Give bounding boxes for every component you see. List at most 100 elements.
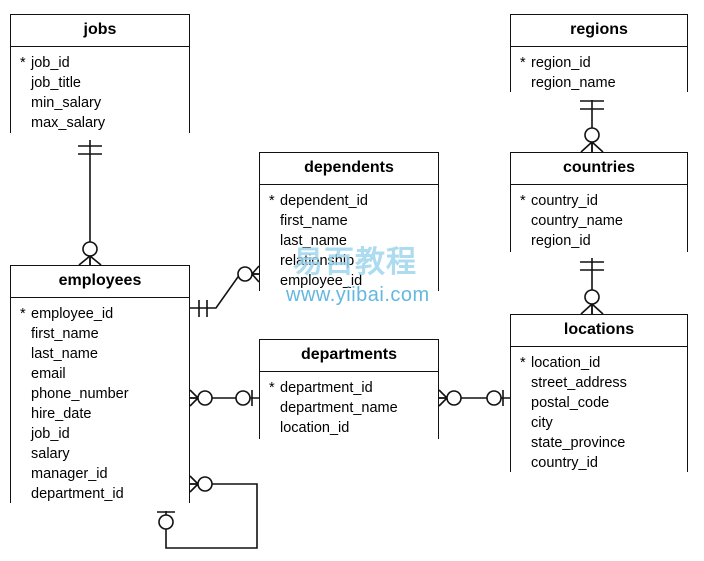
entity-title-locations: locations: [511, 315, 687, 347]
attribute-row: hire_date: [11, 404, 189, 424]
attribute-row: country_id: [511, 453, 687, 473]
primary-key-marker: *: [520, 193, 526, 209]
entity-departments[interactable]: departments * department_id department_n…: [259, 339, 439, 445]
attribute-row: department_id: [11, 484, 189, 504]
attribute-name: job_id: [31, 426, 70, 442]
entity-employees[interactable]: employees * employee_id first_name last_…: [10, 265, 190, 511]
attribute-name: hire_date: [31, 406, 92, 422]
attribute-name: min_salary: [31, 95, 102, 111]
attribute-list-regions: * region_id region_name: [511, 47, 687, 100]
attribute-row: max_salary: [11, 113, 189, 133]
entity-title-regions: regions: [511, 15, 687, 47]
entity-regions[interactable]: regions * region_id region_name: [510, 14, 688, 100]
attribute-name: street_address: [531, 375, 627, 391]
primary-key-marker: *: [520, 355, 526, 371]
attribute-name: relationship: [280, 253, 355, 269]
relationship-employees-dependents: [190, 265, 260, 317]
attribute-row: department_name: [260, 398, 438, 418]
relationship-countries-locations: [580, 252, 604, 315]
attribute-name: country_id: [531, 455, 598, 471]
attribute-row: last_name: [260, 231, 438, 251]
attribute-row: employee_id: [260, 271, 438, 291]
attribute-name: department_id: [280, 380, 373, 396]
attribute-row: * dependent_id: [260, 191, 438, 211]
attribute-name: location_id: [280, 420, 350, 436]
attribute-name: manager_id: [31, 466, 108, 482]
entity-countries[interactable]: countries * country_id country_name regi…: [510, 152, 688, 258]
attribute-list-locations: * location_id street_address postal_code…: [511, 347, 687, 480]
attribute-name: employee_id: [280, 273, 363, 289]
attribute-name: location_id: [531, 355, 601, 371]
entity-dependents[interactable]: dependents * dependent_id first_name las…: [259, 152, 439, 298]
relationship-employees-departments: [189, 389, 259, 407]
attribute-row: relationship: [260, 251, 438, 271]
attribute-list-departments: * department_id department_name location…: [260, 372, 438, 445]
entity-jobs[interactable]: jobs * job_id job_title min_salary max_s…: [10, 14, 190, 140]
attribute-row: postal_code: [511, 393, 687, 413]
attribute-row: job_id: [11, 424, 189, 444]
attribute-row: first_name: [260, 211, 438, 231]
entity-title-departments: departments: [260, 340, 438, 372]
attribute-name: dependent_id: [280, 193, 368, 209]
attribute-row: * country_id: [511, 191, 687, 211]
attribute-row: min_salary: [11, 93, 189, 113]
entity-title-employees: employees: [11, 266, 189, 298]
attribute-list-employees: * employee_id first_name last_name email…: [11, 298, 189, 511]
attribute-row: * region_id: [511, 53, 687, 73]
attribute-row: * department_id: [260, 378, 438, 398]
attribute-name: email: [31, 366, 66, 382]
entity-title-countries: countries: [511, 153, 687, 185]
attribute-row: salary: [11, 444, 189, 464]
attribute-row: city: [511, 413, 687, 433]
entity-title-jobs: jobs: [11, 15, 189, 47]
attribute-row: country_name: [511, 211, 687, 231]
attribute-row: manager_id: [11, 464, 189, 484]
attribute-name: state_province: [531, 435, 626, 451]
relationship-regions-countries: [580, 92, 604, 153]
primary-key-marker: *: [20, 55, 26, 71]
attribute-name: last_name: [280, 233, 347, 249]
attribute-name: department_name: [280, 400, 398, 416]
attribute-name: region_id: [531, 233, 591, 249]
attribute-row: street_address: [511, 373, 687, 393]
primary-key-marker: *: [20, 306, 26, 322]
attribute-name: job_title: [31, 75, 81, 91]
relationship-departments-locations: [438, 389, 510, 407]
attribute-list-dependents: * dependent_id first_name last_name rela…: [260, 185, 438, 298]
attribute-row: * job_id: [11, 53, 189, 73]
attribute-name: max_salary: [31, 115, 106, 131]
attribute-list-jobs: * job_id job_title min_salary max_salary: [11, 47, 189, 140]
primary-key-marker: *: [520, 55, 526, 71]
attribute-name: region_name: [531, 75, 616, 91]
attribute-row: region_id: [511, 231, 687, 251]
attribute-row: location_id: [260, 418, 438, 438]
primary-key-marker: *: [269, 380, 275, 396]
attribute-name: last_name: [31, 346, 98, 362]
attribute-row: last_name: [11, 344, 189, 364]
attribute-name: employee_id: [31, 306, 114, 322]
attribute-name: department_id: [31, 486, 124, 502]
attribute-row: first_name: [11, 324, 189, 344]
attribute-name: country_id: [531, 193, 598, 209]
attribute-name: postal_code: [531, 395, 610, 411]
attribute-row: email: [11, 364, 189, 384]
attribute-name: first_name: [280, 213, 348, 229]
attribute-name: country_name: [531, 213, 623, 229]
attribute-name: job_id: [31, 55, 70, 71]
entity-locations[interactable]: locations * location_id street_address p…: [510, 314, 688, 480]
attribute-row: phone_number: [11, 384, 189, 404]
attribute-row: state_province: [511, 433, 687, 453]
entity-title-dependents: dependents: [260, 153, 438, 185]
attribute-name: salary: [31, 446, 70, 462]
attribute-row: * employee_id: [11, 304, 189, 324]
primary-key-marker: *: [269, 193, 275, 209]
attribute-list-countries: * country_id country_name region_id: [511, 185, 687, 258]
attribute-row: region_name: [511, 73, 687, 93]
attribute-row: * location_id: [511, 353, 687, 373]
attribute-row: job_title: [11, 73, 189, 93]
attribute-name: first_name: [31, 326, 99, 342]
attribute-name: region_id: [531, 55, 591, 71]
attribute-name: city: [531, 415, 553, 431]
relationship-jobs-employees: [78, 133, 102, 266]
